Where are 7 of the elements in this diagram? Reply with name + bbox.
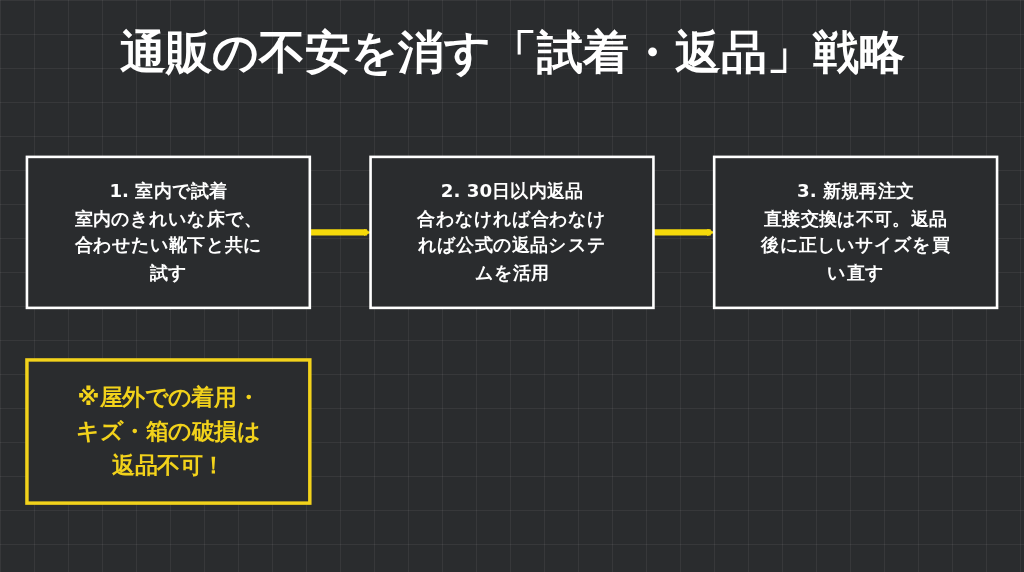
node-box: ※屋外での着用・キズ・箱の破損は返品不可！ bbox=[25, 358, 312, 505]
arrow bbox=[653, 228, 715, 237]
node-box: 2. 30日以内返品 合わなければ合わなければ公式の返品システムを活用 bbox=[369, 155, 655, 310]
node-box: 3. 新規再注文 直接交換は不可。返品後に正しいサイズを買い直す bbox=[712, 155, 999, 310]
node-box: 1. 室内で試着 室内のきれいな床で、合わせたい靴下と共に試す bbox=[25, 155, 312, 310]
arrow bbox=[309, 228, 371, 237]
title: 通販の不安を消す「試着・返品」戦略 bbox=[118, 24, 906, 81]
